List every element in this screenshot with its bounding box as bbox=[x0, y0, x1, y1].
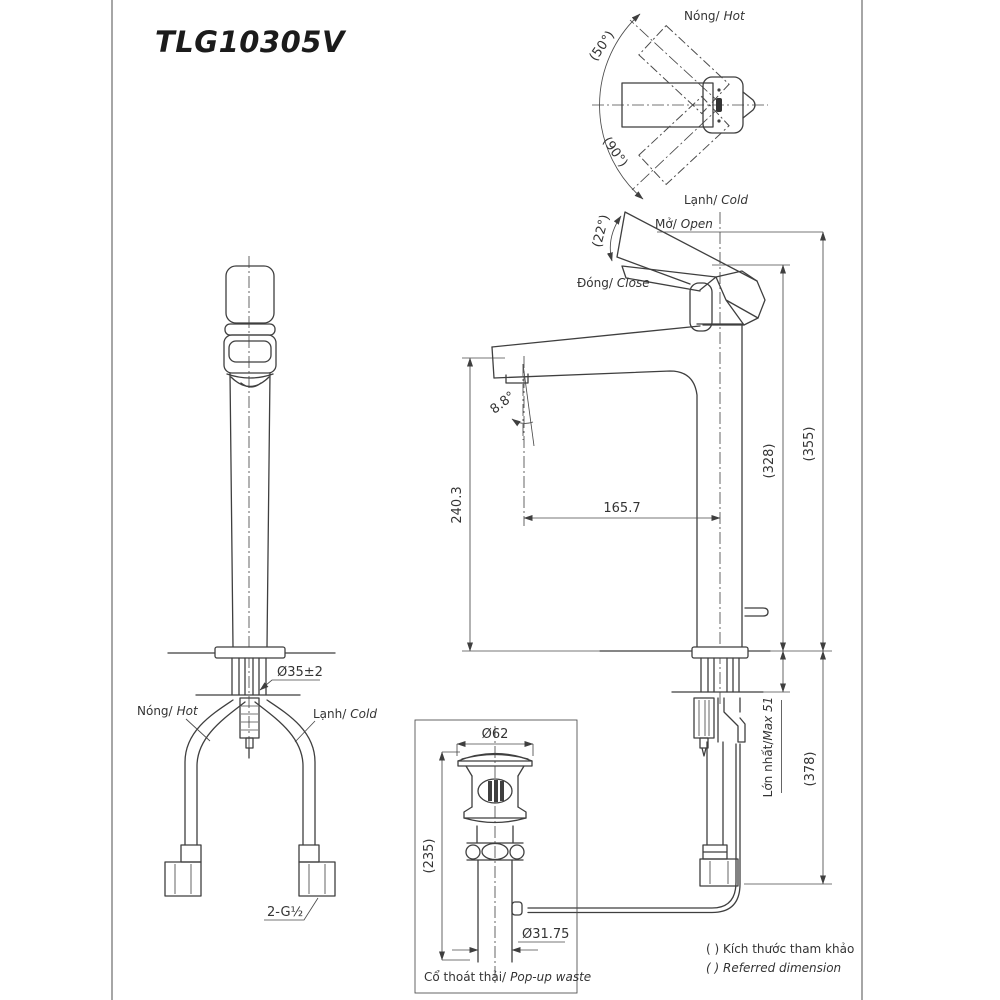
cold-axis-centerline bbox=[631, 104, 723, 191]
max-counter-thickness-dim: Lớn nhất/Max 51 bbox=[761, 697, 775, 798]
lever-open-outline bbox=[606, 211, 758, 285]
faucet-body-outline bbox=[491, 323, 769, 648]
popup-pipe-dia-dim: Ø31.75 bbox=[452, 927, 569, 953]
under-counter-hardware bbox=[693, 657, 746, 887]
shank-dia-dim: Ø35±2 bbox=[259, 665, 323, 691]
cold-leader bbox=[294, 720, 316, 743]
svg-text:2-G½: 2-G½ bbox=[267, 905, 303, 920]
popup-height-dim: (235) bbox=[422, 751, 470, 961]
note-english: ( ) Referred dimension bbox=[706, 961, 841, 975]
top-view-cold-label: Lạnh/Cold bbox=[684, 193, 748, 207]
height-to-spout-dim: 240.3 bbox=[450, 486, 465, 523]
rod-clevis bbox=[511, 901, 523, 916]
top-view-hot-label: Nóng/Hot bbox=[684, 9, 746, 23]
spout-angle-dim: 8.8° bbox=[488, 389, 519, 418]
svg-text:Ø31.75: Ø31.75 bbox=[522, 927, 569, 942]
spout-reach-dim: 165.7 bbox=[603, 501, 640, 516]
pop-up-rod-knob bbox=[744, 607, 769, 617]
front-cold-label: Lạnh/Cold bbox=[313, 707, 377, 721]
pop-up-lift-rod bbox=[527, 743, 741, 914]
open-label: Mở/Open bbox=[655, 217, 713, 231]
hot-leader bbox=[185, 718, 211, 742]
svg-text:Ø62: Ø62 bbox=[482, 727, 509, 742]
lever-cold-position bbox=[638, 95, 730, 186]
top-view: Nóng/Hot Lạnh/Cold (50°) (90°) bbox=[587, 9, 768, 207]
note-vietnamese: ( ) Kích thước tham khảo bbox=[706, 942, 854, 956]
front-view: Nóng/Hot Lạnh/Cold Ø35±2 2-G½ bbox=[137, 256, 377, 921]
svg-text:Ø35±2: Ø35±2 bbox=[277, 665, 323, 680]
supply-hoses bbox=[164, 699, 336, 897]
front-hot-label: Nóng/Hot bbox=[137, 704, 199, 718]
lever-neutral-outline bbox=[621, 76, 756, 134]
front-shank bbox=[231, 657, 267, 759]
popup-top-dia-dim: Ø62 bbox=[456, 727, 534, 756]
notes: ( ) Kích thước tham khảo ( ) Referred di… bbox=[706, 942, 854, 975]
height-closed-dim: (328) bbox=[762, 444, 777, 479]
side-view-dimensions: Mở/Open Đóng/Close (22°) 8.8° 240.3 165.… bbox=[450, 213, 832, 885]
popup-body-outline bbox=[457, 752, 533, 963]
front-base-flange bbox=[214, 646, 286, 659]
detail-box-frame bbox=[414, 719, 578, 994]
popup-caption: Cổ thoát thải/Pop-up waste bbox=[424, 970, 591, 984]
hot-axis-centerline bbox=[629, 19, 723, 106]
close-label: Đóng/Close bbox=[577, 276, 650, 290]
popup-waste-box: Ø62 (235) bbox=[414, 719, 591, 994]
handle-cap-outline bbox=[699, 270, 766, 326]
front-body-outline bbox=[223, 265, 277, 648]
under-counter-dim: (378) bbox=[803, 752, 818, 787]
lever-closed-outline bbox=[621, 265, 717, 332]
open-angle-dim: (22°) bbox=[590, 213, 613, 249]
height-open-dim: (355) bbox=[802, 427, 817, 462]
handle-rotation-arc bbox=[599, 13, 644, 200]
lever-hot-position bbox=[638, 24, 730, 115]
cold-angle-dim: (90°) bbox=[599, 134, 630, 170]
product-code-title: TLG10305V bbox=[155, 25, 347, 59]
hot-angle-dim: (50°) bbox=[587, 28, 618, 64]
base-flange bbox=[691, 646, 749, 659]
svg-text:(235): (235) bbox=[422, 839, 437, 874]
thread-dim: 2-G½ bbox=[264, 897, 319, 921]
side-view: Mở/Open Đóng/Close (22°) 8.8° 240.3 165.… bbox=[450, 211, 832, 914]
